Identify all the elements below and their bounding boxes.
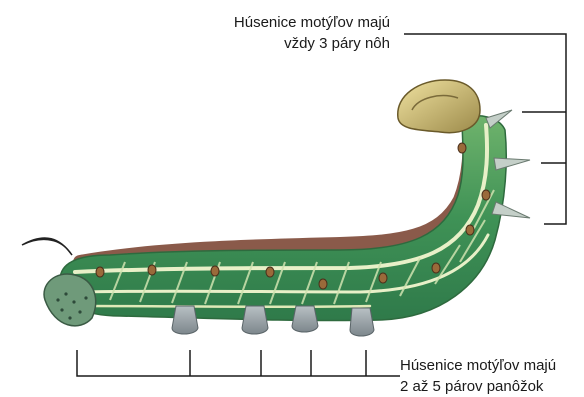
proleg (242, 306, 268, 334)
prolegs-bracket (77, 350, 400, 376)
true-leg (494, 158, 530, 170)
true-legs-label-line2: vždy 3 páry nôh (160, 33, 390, 54)
prolegs-label-line2: 2 až 5 párov panôžok (400, 376, 580, 397)
proleg (292, 306, 318, 332)
caterpillar-head (398, 80, 480, 133)
true-legs-label-line1: Húsenice motýľov majú (160, 12, 390, 33)
prolegs-label: Húsenice motýľov majú 2 až 5 párov panôž… (400, 355, 580, 397)
prolegs-label-line1: Húsenice motýľov majú (400, 355, 580, 376)
proleg (172, 306, 198, 334)
true-legs-label: Húsenice motýľov majú vždy 3 páry nôh (160, 12, 390, 54)
proleg (350, 308, 374, 336)
horn (22, 238, 72, 255)
side-stripe-bottom (90, 306, 370, 307)
